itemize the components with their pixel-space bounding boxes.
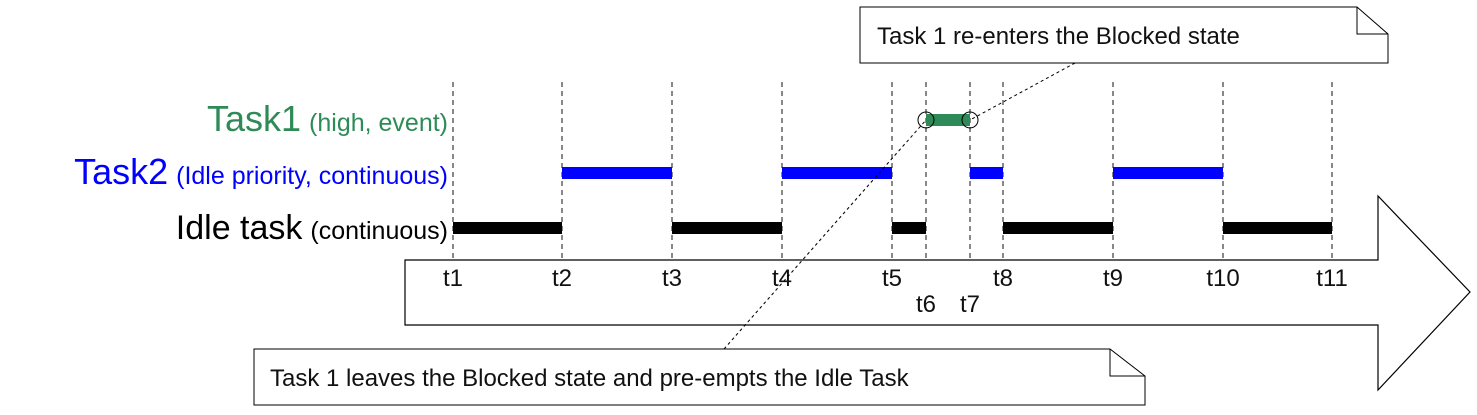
tick-label-t8: t8 [993, 265, 1013, 292]
callout-leave-blocked: Task 1 leaves the Blocked state and pre-… [253, 348, 1146, 406]
tick-label-t11: t11 [1316, 265, 1348, 292]
task2-run-bar [1113, 167, 1223, 179]
tick-label-t3: t3 [662, 265, 682, 292]
tick-label-t5: t5 [882, 265, 902, 292]
tick-label-t10: t10 [1206, 265, 1239, 292]
idle-run-bar [892, 222, 926, 234]
task1-row-label: Task1 (high, event) [207, 98, 448, 139]
idle-run-bar [1223, 222, 1332, 234]
callout-fold [1356, 7, 1388, 35]
callout-reenter-blocked: Task 1 re-enters the Blocked state [859, 6, 1389, 64]
callout-box [859, 6, 1389, 64]
task2-row-label: Task2 (Idle priority, continuous) [74, 151, 448, 192]
task1-detail: (high, event) [309, 109, 448, 137]
idle-run-bar [453, 222, 562, 234]
tick-label-t7: t7 [960, 291, 980, 318]
callout-reenter-leader [969, 62, 1076, 121]
callout-reenter-text: Task 1 re-enters the Blocked state [877, 23, 1240, 50]
task2-detail: (Idle priority, continuous) [176, 162, 448, 190]
task2-run-bar [562, 167, 672, 179]
tick-label-t4: t4 [772, 265, 792, 292]
idle-row-label: Idle task(continuous) [176, 209, 448, 247]
idle-detail: (continuous) [310, 217, 448, 245]
transition-marker [961, 111, 979, 129]
task2-name: Task2 [74, 151, 168, 192]
callout-leave-leader [723, 119, 927, 350]
time-arrow [404, 194, 1471, 392]
task2-run-bar [782, 167, 892, 179]
idle-run-bar [672, 222, 782, 234]
idle-run-bar [1003, 222, 1113, 234]
callout-leave-text: Task 1 leaves the Blocked state and pre-… [270, 365, 910, 392]
task1-run-bar [926, 114, 970, 126]
tick-label-t6: t6 [916, 291, 936, 318]
idle-name: Idle task [176, 209, 304, 247]
tick-label-t1: t1 [443, 265, 463, 292]
callout-fold [1109, 349, 1145, 377]
task1-name: Task1 [207, 98, 301, 139]
tick-label-t2: t2 [552, 265, 572, 292]
callout-box [253, 348, 1146, 406]
tick-label-t9: t9 [1103, 265, 1123, 292]
transition-marker [917, 111, 935, 129]
task2-run-bar [970, 167, 1003, 179]
